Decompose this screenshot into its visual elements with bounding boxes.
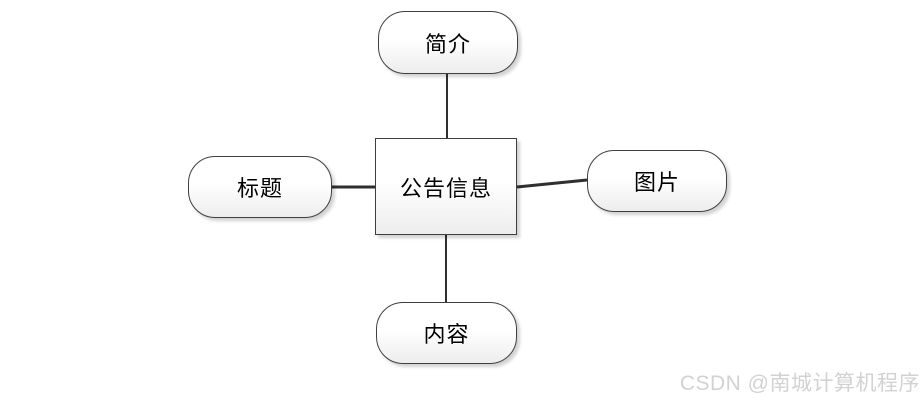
- node-announcement-info: 公告信息: [375, 138, 517, 235]
- node-title: 标题: [188, 156, 332, 218]
- node-content-label: 内容: [423, 323, 470, 348]
- node-intro-label: 简介: [424, 32, 471, 58]
- node-content: 内容: [376, 302, 517, 364]
- connector-center-to-image: [516, 178, 588, 189]
- csdn-watermark: CSDN @南城计算机程序: [679, 372, 920, 395]
- node-announcement-info-label: 公告信息: [399, 176, 492, 202]
- node-intro: 简介: [378, 11, 518, 74]
- node-image: 图片: [587, 150, 727, 212]
- node-title-label: 标题: [236, 177, 283, 202]
- node-image-label: 图片: [633, 171, 680, 196]
